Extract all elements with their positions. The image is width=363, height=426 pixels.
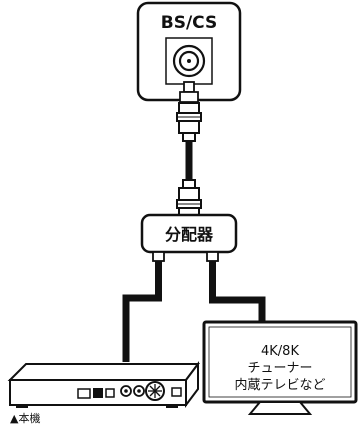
splitter-label: 分配器 bbox=[165, 225, 214, 244]
recorder-top bbox=[7, 363, 200, 381]
tv-label-line2: チューナー bbox=[247, 361, 312, 376]
recorder-fan-icon bbox=[145, 381, 165, 401]
cable-to-recorder bbox=[122, 261, 162, 362]
upper-f-connector bbox=[176, 102, 202, 142]
upper-cable bbox=[176, 81, 202, 217]
recorder-power-inlet bbox=[171, 387, 182, 397]
splitter: 分配器 bbox=[140, 213, 238, 262]
tv-label-line3: 内蔵テレビなど bbox=[234, 377, 325, 393]
tv-label-line1: 4K/8K bbox=[261, 344, 299, 359]
antenna-outlet-label: BS/CS bbox=[161, 13, 217, 33]
recorder-port-hdmi bbox=[77, 388, 91, 399]
recorder-caption: ▲本機 bbox=[10, 411, 40, 425]
tv: 4K/8K チューナー 内蔵テレビなど bbox=[202, 320, 358, 415]
antenna-jack-icon bbox=[172, 44, 206, 78]
splitter-port-right bbox=[206, 251, 219, 262]
antenna-outlet: BS/CS bbox=[136, 1, 242, 102]
recorder: ▲本機 bbox=[7, 361, 200, 425]
splitter-box bbox=[140, 213, 238, 254]
splitter-port-left bbox=[152, 251, 165, 262]
tv-stand bbox=[247, 401, 313, 415]
lower-f-connector bbox=[176, 179, 202, 217]
recorder-port-lan bbox=[93, 388, 103, 398]
cable-to-tv bbox=[209, 261, 266, 324]
